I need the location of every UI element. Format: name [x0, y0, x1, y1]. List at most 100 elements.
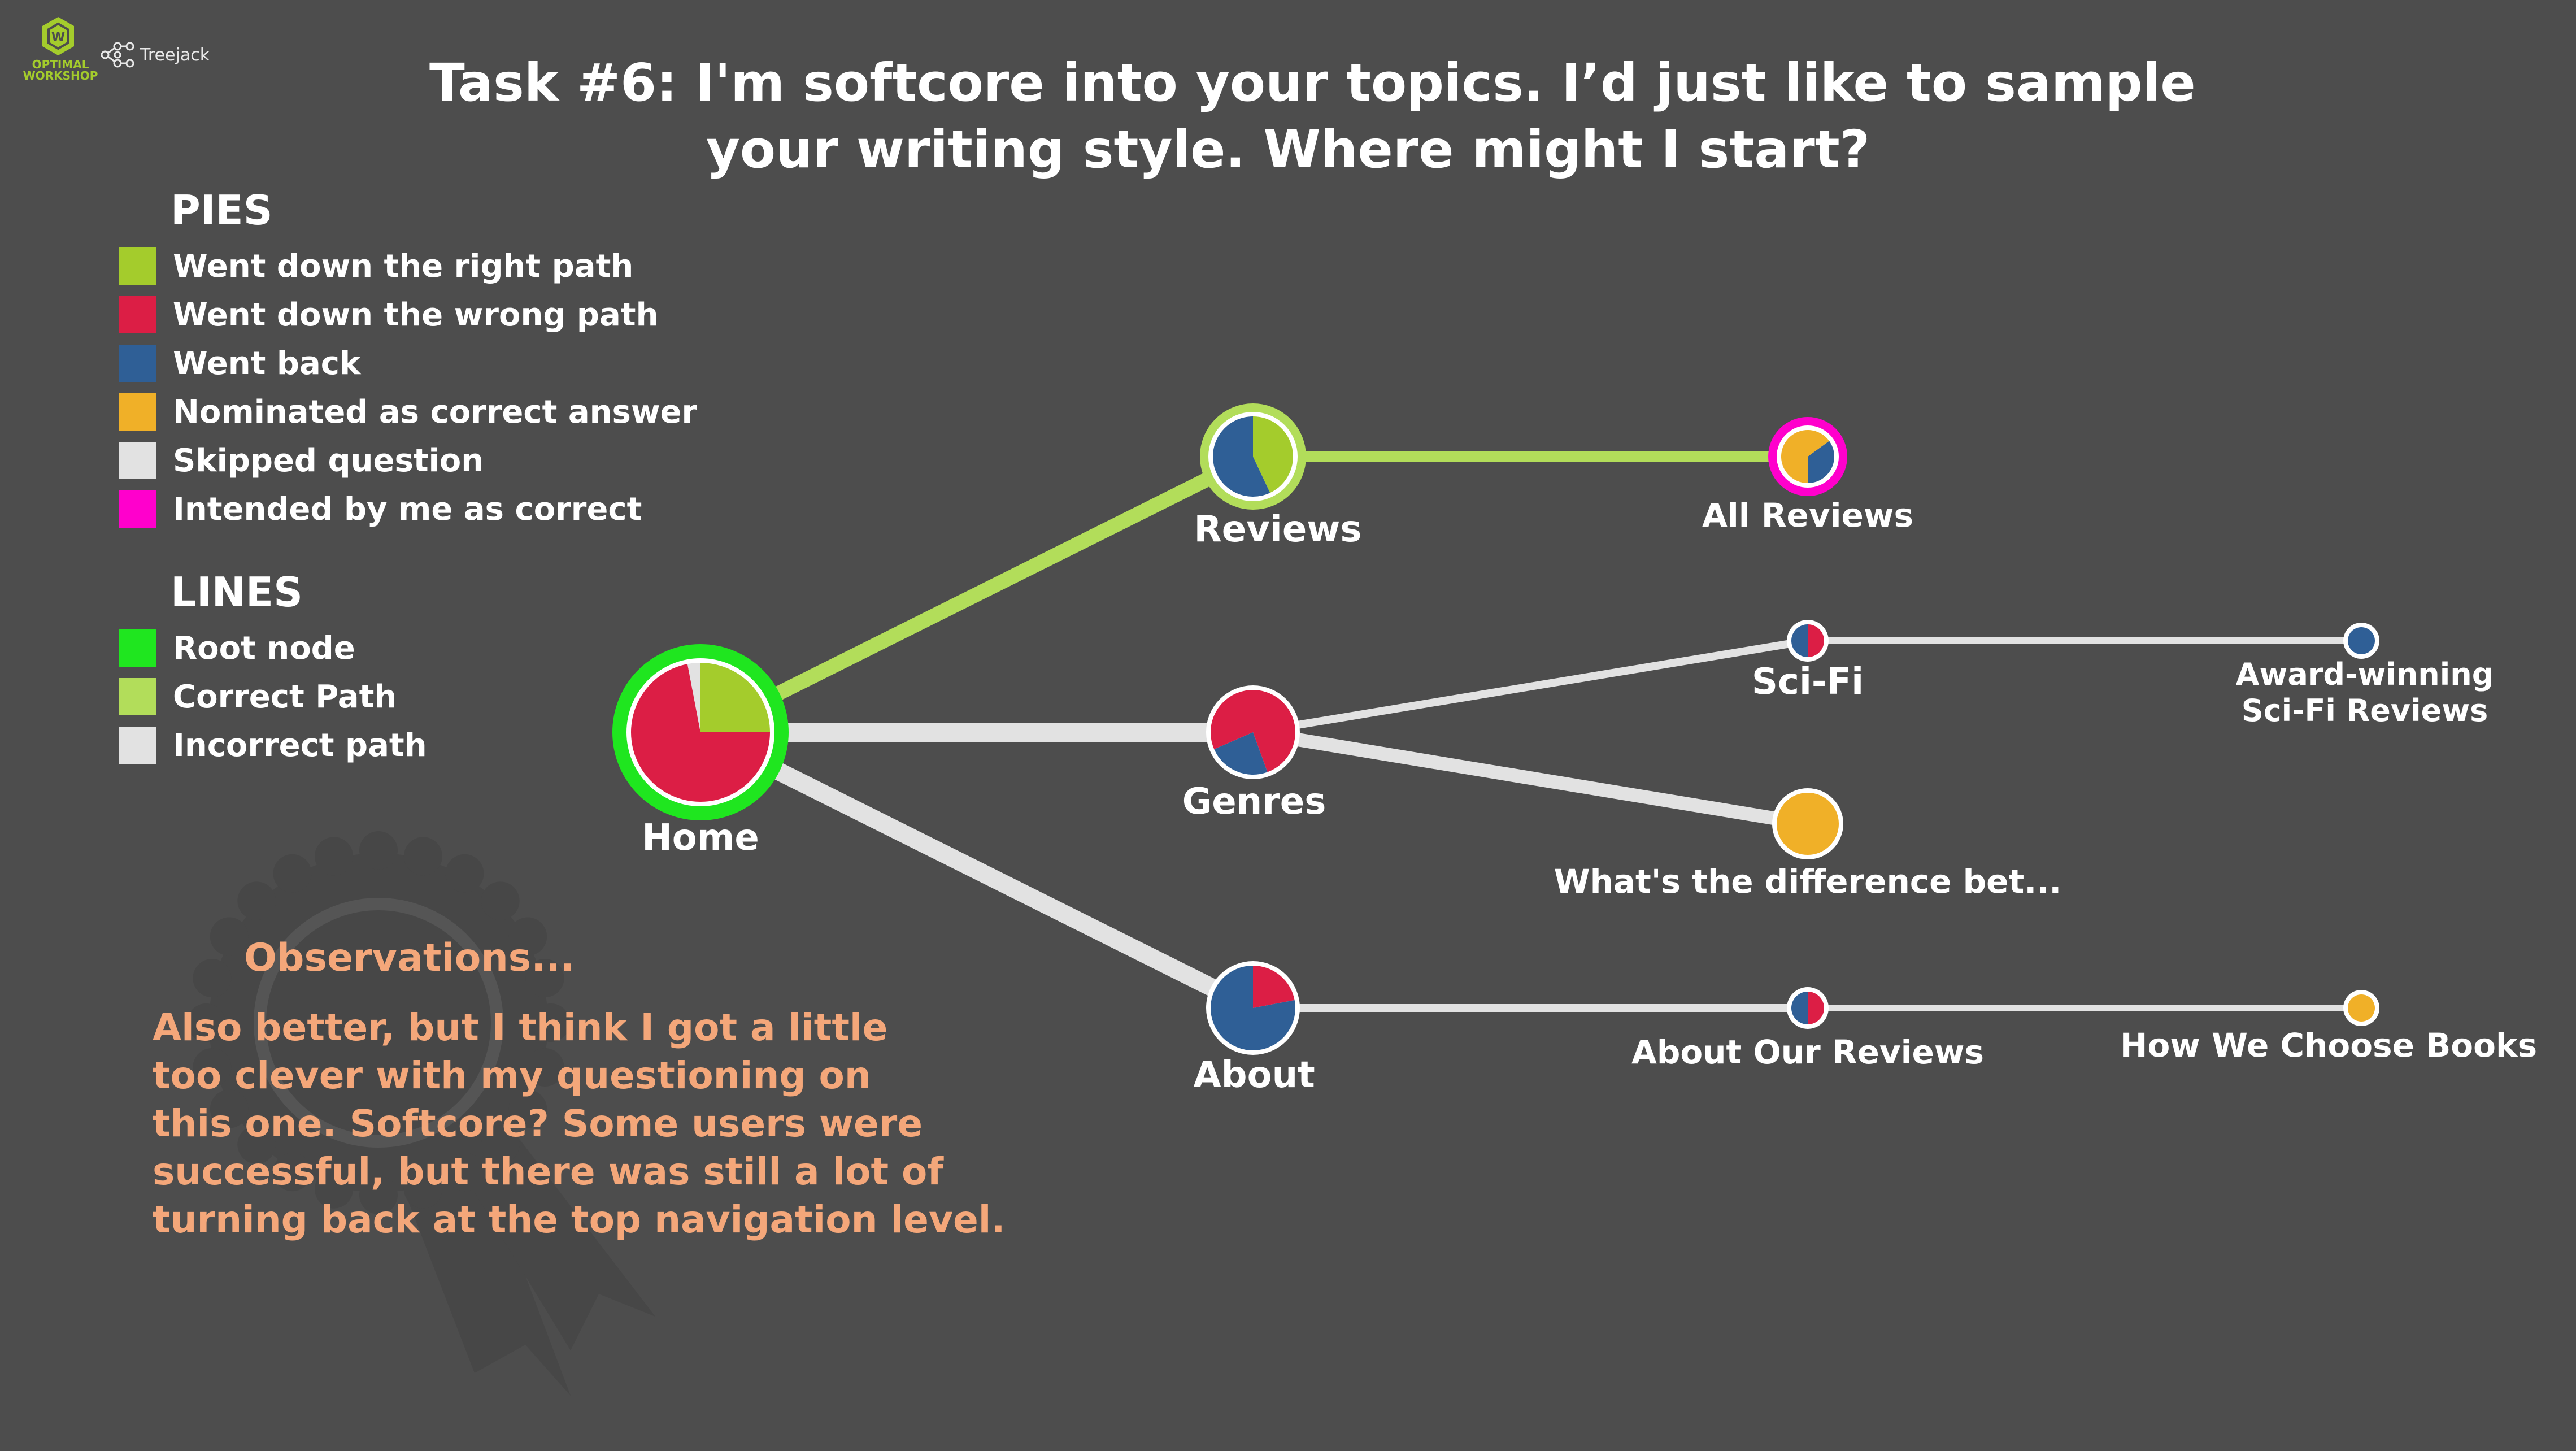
pie-slice-wrong — [1808, 624, 1824, 657]
node-label-genres: Genres — [1182, 781, 1326, 823]
node-label-sci-fi: Sci-Fi — [1751, 661, 1864, 703]
node-label-award-winning-line1: Award-winning — [2235, 657, 2494, 692]
legend-label: Root node — [173, 629, 355, 667]
swatch-root-node — [119, 629, 156, 667]
pie-slice-right — [700, 663, 770, 732]
pie-slice-back — [1791, 624, 1808, 657]
pie-slice-back — [1791, 992, 1808, 1024]
pie-slice-nominated — [1781, 429, 1830, 483]
observation-line: Also better, but I think I got a little — [153, 1006, 888, 1049]
swatch-wrong-path — [119, 296, 156, 333]
pie-slice-back — [1808, 441, 1834, 483]
task-title-line2: your writing style. Where might I start? — [706, 119, 1870, 180]
pie-node-about-our-reviews — [1787, 987, 1829, 1029]
node-label-all-reviews: All Reviews — [1702, 496, 1913, 535]
task-title: Task #6: I'm softcore into your topics. … — [429, 50, 2196, 183]
legend-label: Went down the right path — [173, 247, 634, 285]
node-label-whats-the-difference: What's the difference bet... — [1554, 862, 2062, 901]
task-title-line1: Task #6: I'm softcore into your topics. … — [429, 53, 2196, 113]
legend-label: Incorrect path — [173, 727, 427, 764]
observations-heading: Observations... — [244, 936, 575, 980]
legend-pie-intended: Intended by me as correct — [119, 490, 642, 528]
ribbon-cog-tooth — [403, 837, 442, 876]
legend-pies-heading: PIES — [171, 186, 273, 234]
ribbon-cog-tooth — [237, 881, 276, 920]
ribbon-cog-tooth — [210, 1089, 249, 1128]
ribbon-cog-tooth — [508, 1089, 547, 1128]
pie-slice-back — [2348, 627, 2375, 654]
pie-slice-wrong — [630, 664, 770, 802]
node-label-about: About — [1193, 1054, 1315, 1096]
pie-node-home — [612, 644, 789, 820]
ribbon-cog-tooth — [315, 1170, 354, 1209]
edge-genres-to-sci-fi — [1252, 637, 1809, 736]
pie-node-award-winning — [2343, 623, 2379, 659]
swatch-intended — [119, 490, 156, 528]
treejack-label: Treejack — [140, 45, 210, 65]
legend-label: Correct Path — [173, 678, 397, 715]
ribbon-cog-tooth — [525, 959, 564, 998]
legend-label: Nominated as correct answer — [173, 393, 698, 431]
treejack-icon — [101, 42, 134, 68]
pie-node-genres — [1206, 685, 1300, 779]
optimal-workshop-logo: W OPTIMAL WORKSHOP — [18, 16, 103, 81]
ribbon-cog-tooth — [273, 1153, 312, 1192]
pie-slice-nominated — [2348, 994, 2375, 1022]
observation-line: turning back at the top navigation level… — [153, 1198, 1006, 1241]
ribbon-cog-tooth — [445, 1153, 484, 1192]
observation-line: this one. Softcore? Some users were — [153, 1102, 923, 1145]
pie-slice-right — [1253, 416, 1293, 493]
pie-slice-wrong — [1210, 690, 1295, 772]
legend-pie-nominated: Nominated as correct answer — [119, 393, 697, 431]
brand-name-line1: OPTIMAL — [32, 58, 89, 71]
ribbon-cog-tooth — [273, 854, 312, 893]
swatch-right-path — [119, 247, 156, 285]
pie-slice-back — [1211, 966, 1296, 1051]
node-label-about-our-reviews: About Our Reviews — [1631, 1033, 1984, 1071]
node-ring-intended — [1768, 417, 1847, 496]
swatch-went-back — [119, 345, 156, 382]
edge-home-to-reviews — [697, 450, 1256, 739]
ribbon-cog-tooth — [481, 1125, 520, 1164]
ribbon-cog-tooth — [481, 881, 520, 920]
legend-pie-right-path: Went down the right path — [119, 247, 633, 285]
legend-pie-went-back: Went back — [119, 345, 360, 382]
pie-node-about — [1206, 961, 1300, 1055]
legend-line-root-node: Root node — [119, 629, 355, 667]
legend-pie-skipped: Skipped question — [119, 442, 484, 479]
node-ring-root — [612, 644, 789, 820]
swatch-nominated — [119, 393, 156, 431]
observation-line: successful, but there was still a lot of — [153, 1150, 944, 1193]
legend-line-correct-path: Correct Path — [119, 678, 397, 715]
observation-line: too clever with my questioning on — [153, 1054, 871, 1097]
legend-label: Went back — [173, 345, 361, 382]
legend-label: Skipped question — [173, 442, 484, 479]
pie-slice-nominated — [1777, 793, 1839, 855]
edge-genres-to-whats-the-difference — [1252, 726, 1809, 831]
ribbon-cog-tooth — [237, 1125, 276, 1164]
treejack-logo: Treejack — [101, 41, 210, 69]
ribbon-cog-tooth — [315, 837, 354, 876]
pie-slice-back — [1213, 416, 1270, 497]
swatch-correct-path — [119, 678, 156, 715]
brand-name-line2: WORKSHOP — [23, 69, 98, 82]
node-label-award-winning-line2: Sci-Fi Reviews — [2241, 693, 2488, 728]
node-label-how-we-choose-books: How We Choose Books — [2120, 1026, 2538, 1065]
node-label-home: Home — [642, 817, 759, 859]
ribbon-cog-tooth — [359, 1176, 398, 1214]
legend-lines-heading: LINES — [171, 568, 303, 616]
svg-text:W: W — [51, 31, 65, 45]
pie-slice-skipped — [687, 663, 700, 732]
pie-node-sci-fi — [1787, 620, 1829, 662]
pie-slice-back — [1214, 732, 1268, 775]
optimal-workshop-logo-icon: W — [42, 17, 74, 55]
edge-home-to-about — [696, 724, 1257, 1016]
ribbon-cog-tooth — [210, 917, 249, 956]
ribbon-cog-tooth — [193, 1048, 232, 1087]
node-ring-correct — [1200, 403, 1306, 510]
pie-node-reviews — [1200, 403, 1306, 510]
ribbon-cog-tooth — [359, 831, 398, 870]
